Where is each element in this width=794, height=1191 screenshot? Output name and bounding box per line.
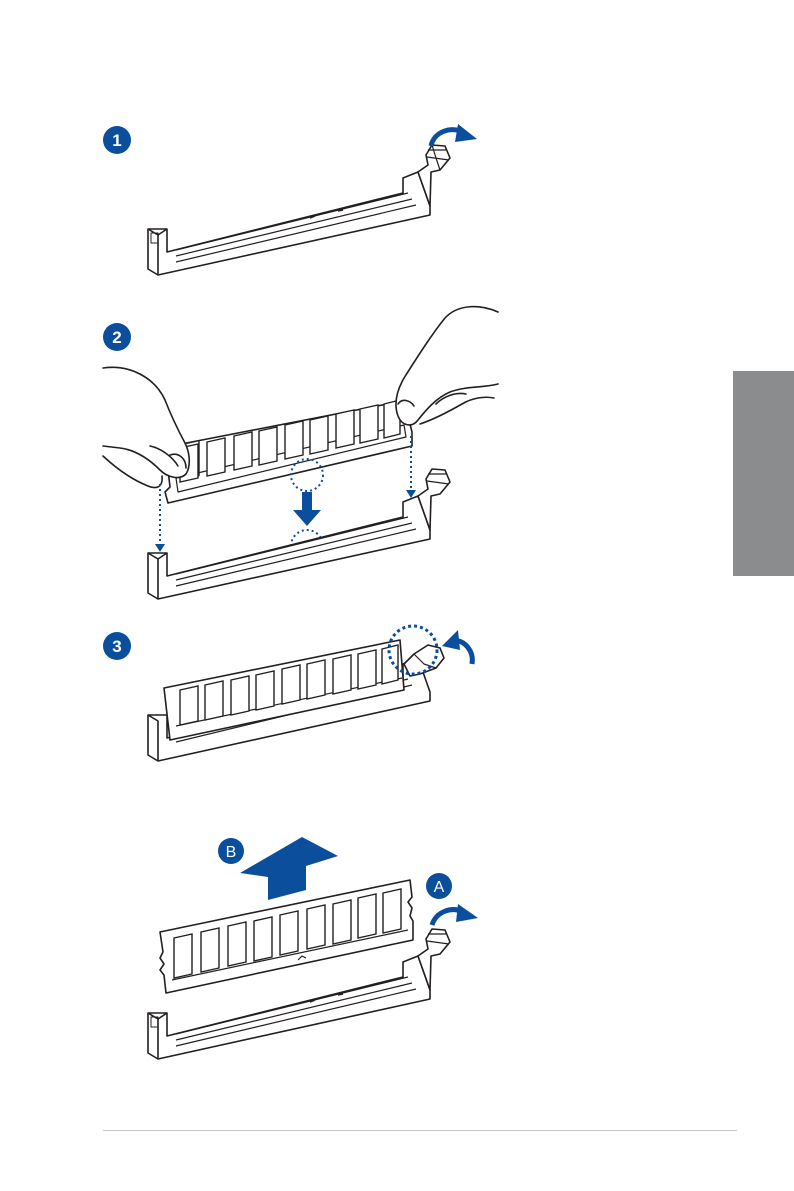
right-hand bbox=[396, 307, 498, 425]
step-1-number: 1 bbox=[112, 131, 121, 150]
left-hand bbox=[103, 367, 189, 487]
step-2-figure: 2 bbox=[103, 307, 498, 599]
latch-open-arrow bbox=[431, 124, 477, 146]
latch-close-arrow bbox=[442, 630, 472, 664]
latch-open-arrow bbox=[432, 904, 478, 925]
insert-down-arrow bbox=[293, 492, 321, 526]
step-3-number: 3 bbox=[112, 637, 121, 656]
dimm-slot bbox=[148, 145, 450, 275]
label-b: B bbox=[226, 844, 237, 861]
remove-up-arrow bbox=[240, 837, 338, 900]
step-2-number: 2 bbox=[112, 328, 121, 347]
label-a: A bbox=[434, 879, 445, 896]
step-1-figure: 1 bbox=[103, 124, 477, 275]
removal-figure: B A bbox=[148, 837, 478, 1059]
step-3-figure: 3 bbox=[103, 626, 472, 761]
